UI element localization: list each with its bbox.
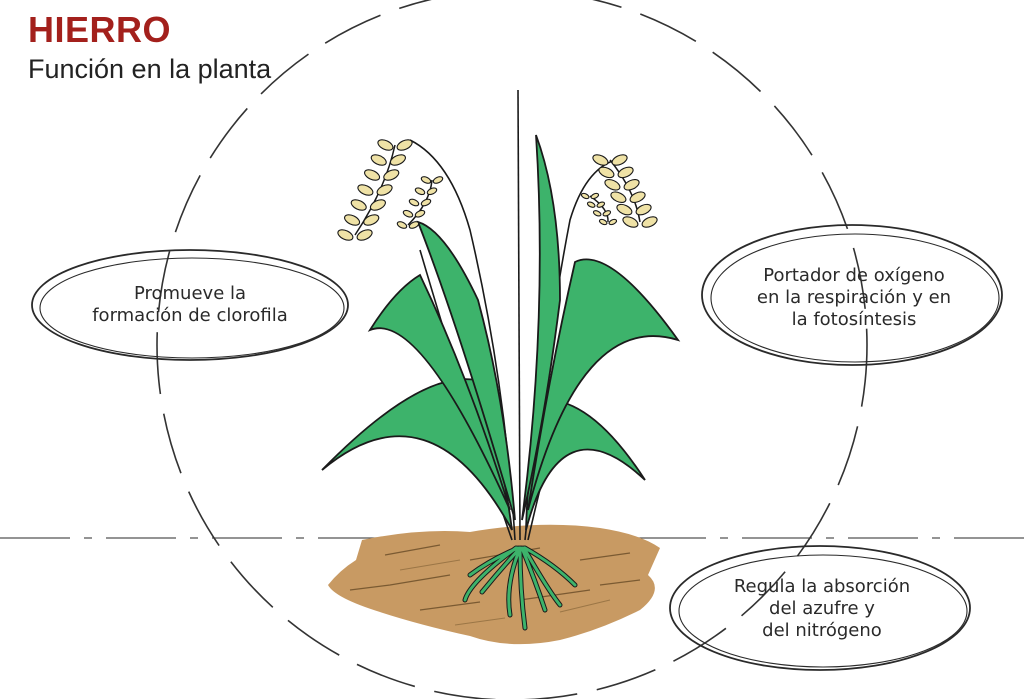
bubble-absorption: Regula la absorción del azufre y del nit… [680, 562, 964, 656]
bubble-oxygen-line-2: en la respiración y en [756, 287, 952, 308]
bubble-oxygen-line-1: Portador de oxígeno [763, 265, 945, 286]
bubble-absorption-line-3: del nitrógeno [762, 620, 882, 641]
bubble-chlorophyll: Promueve la formación de clorofila [50, 262, 330, 348]
dashed-circle [156, 0, 868, 699]
page-title: HIERRO [28, 9, 172, 50]
bubble-absorption-line-1: Regula la absorción [733, 576, 911, 597]
grain-head-right [592, 154, 658, 228]
bubble-chlorophyll-line-2: formación de clorofila [92, 305, 288, 326]
bubble-shapes [31, 224, 1003, 671]
roots [462, 545, 578, 631]
bubble-chlorophyll-line-1: Promueve la [133, 283, 247, 304]
bubble-oxygen-line-3: la fotosíntesis [791, 309, 917, 330]
grain-heads [337, 139, 658, 241]
grain-head-left [337, 139, 413, 241]
page-subtitle: Función en la planta [28, 54, 272, 84]
grain-head-small [580, 192, 618, 226]
bubble-absorption-line-2: del azufre y [769, 598, 875, 619]
soil [328, 524, 660, 645]
bubble-oxygen-carrier: Portador de oxígeno en la respiración y … [712, 250, 996, 346]
grain-head-center [396, 176, 444, 229]
leaves [321, 134, 681, 531]
